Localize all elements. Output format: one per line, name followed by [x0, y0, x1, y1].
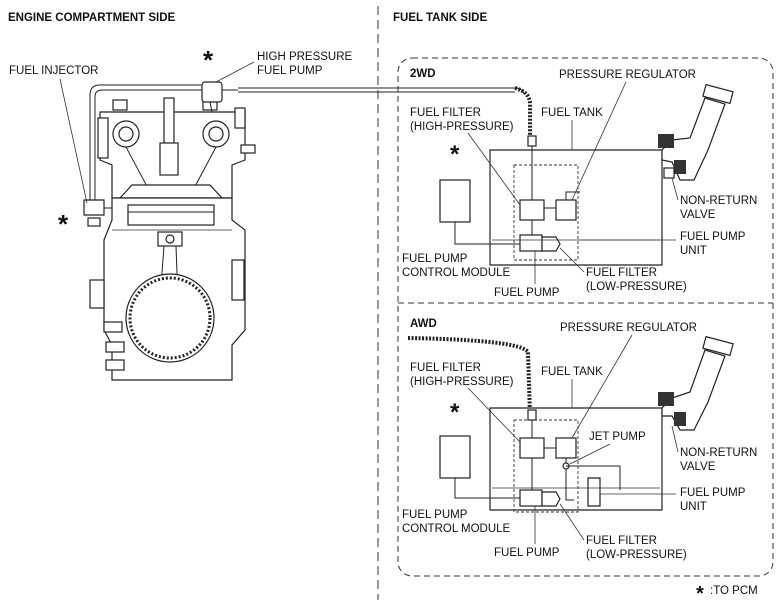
engine-drawing: [83, 81, 256, 381]
fpcm-label-1: FUEL PUMP: [402, 509, 468, 521]
asterisk-icon: *: [450, 141, 460, 168]
panel-2wd-title: 2WD: [410, 68, 436, 80]
fuel-pump-unit-label-2: UNIT: [680, 501, 707, 513]
fuel-filter-hp-label-2: (HIGH-PRESSURE): [410, 121, 514, 133]
fuel-injector-label: FUEL INJECTOR: [9, 65, 98, 77]
footnote-text: :TO PCM: [710, 585, 758, 597]
fuel-tank-label: FUEL TANK: [541, 366, 603, 378]
non-return-valve-label-1: NON-RETURN: [680, 195, 757, 207]
fuel-pump-unit-label-1: FUEL PUMP: [680, 487, 746, 499]
asterisk-icon: *: [203, 45, 214, 75]
non-return-valve-label-1: NON-RETURN: [680, 447, 757, 459]
panel-awd-title: AWD: [410, 318, 437, 330]
non-return-valve-label-2: VALVE: [680, 461, 716, 473]
fuel-pump-label: FUEL PUMP: [494, 547, 560, 559]
fpcm-label-2: CONTROL MODULE: [402, 267, 511, 279]
asterisk-icon: *: [450, 399, 460, 426]
tank-side-header: FUEL TANK SIDE: [393, 12, 487, 24]
fuel-filter-hp-label-1: FUEL FILTER: [410, 362, 481, 374]
asterisk-icon: *: [696, 583, 704, 605]
fuel-tank-label: FUEL TANK: [541, 107, 603, 119]
fuel-filter-lp-label-2: (LOW-PRESSURE): [586, 281, 687, 293]
jet-pump-label: JET PUMP: [589, 431, 646, 443]
fuel-pump-unit-label-1: FUEL PUMP: [680, 231, 746, 243]
fuel-filter-lp-label-2: (LOW-PRESSURE): [586, 549, 687, 561]
pressure-regulator-label: PRESSURE REGULATOR: [559, 69, 696, 81]
high-pressure-pump-label-1: HIGH PRESSURE: [257, 51, 353, 63]
fuel-filter-hp-label-1: FUEL FILTER: [410, 107, 481, 119]
fuel-pump-unit-label-2: UNIT: [680, 245, 707, 257]
asterisk-icon: *: [58, 209, 69, 239]
fpcm-label-2: CONTROL MODULE: [402, 523, 511, 535]
panel-awd: AWD * PRESSURE REGULATOR FUEL FILTER (HI: [402, 318, 757, 561]
panel-2wd: 2WD * PRESSURE REGULATOR FUEL FILTER (HI…: [402, 68, 757, 299]
non-return-valve-label-2: VALVE: [680, 209, 716, 221]
pressure-regulator-label: PRESSURE REGULATOR: [560, 322, 697, 334]
tank-side-frame: [397, 57, 774, 577]
fuel-filter-lp-label-1: FUEL FILTER: [586, 267, 657, 279]
fpcm-label-1: FUEL PUMP: [402, 253, 468, 265]
high-pressure-pump-label-2: FUEL PUMP: [257, 65, 323, 77]
fuel-filter-hp-label-2: (HIGH-PRESSURE): [410, 376, 514, 388]
engine-side-header: ENGINE COMPARTMENT SIDE: [8, 12, 176, 24]
fuel-filter-lp-label-1: FUEL FILTER: [586, 535, 657, 547]
fuel-pump-label: FUEL PUMP: [494, 287, 560, 299]
